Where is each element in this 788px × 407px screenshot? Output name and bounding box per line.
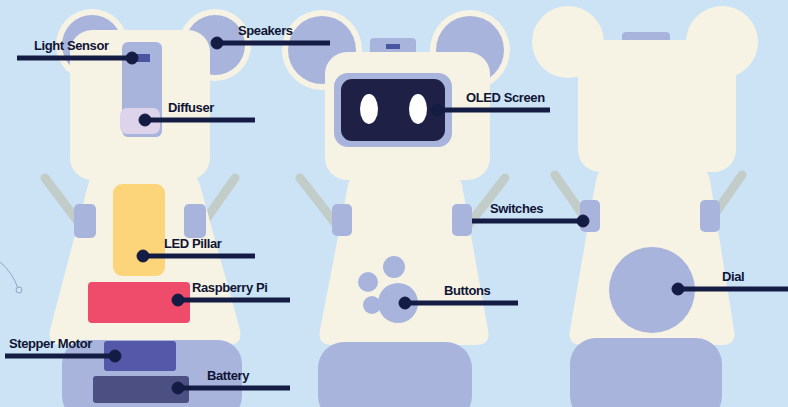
front-view <box>282 10 510 407</box>
part-label: Stepper Motor <box>9 337 92 351</box>
oled-screen <box>341 79 445 141</box>
battery <box>93 376 189 403</box>
part-label: OLED Screen <box>466 91 545 105</box>
raspberry-pi <box>88 282 190 323</box>
decor-dot <box>16 287 22 293</box>
back-view <box>532 6 758 407</box>
part-label: Battery <box>207 369 249 383</box>
leader-lines <box>5 37 788 394</box>
stepper-motor <box>104 341 176 371</box>
decor-curve <box>0 262 18 288</box>
led-pillar <box>113 184 165 276</box>
part-label: Dial <box>722 270 744 284</box>
part-label: Switches <box>490 202 543 216</box>
part-label: Light Sensor <box>34 39 109 53</box>
part-label: Diffuser <box>168 101 214 115</box>
part-label: Speakers <box>238 24 293 38</box>
part-label: LED Pillar <box>164 237 221 251</box>
part-label: Raspberry Pi <box>192 281 267 295</box>
dial <box>609 247 695 333</box>
part-label: Buttons <box>444 284 490 298</box>
